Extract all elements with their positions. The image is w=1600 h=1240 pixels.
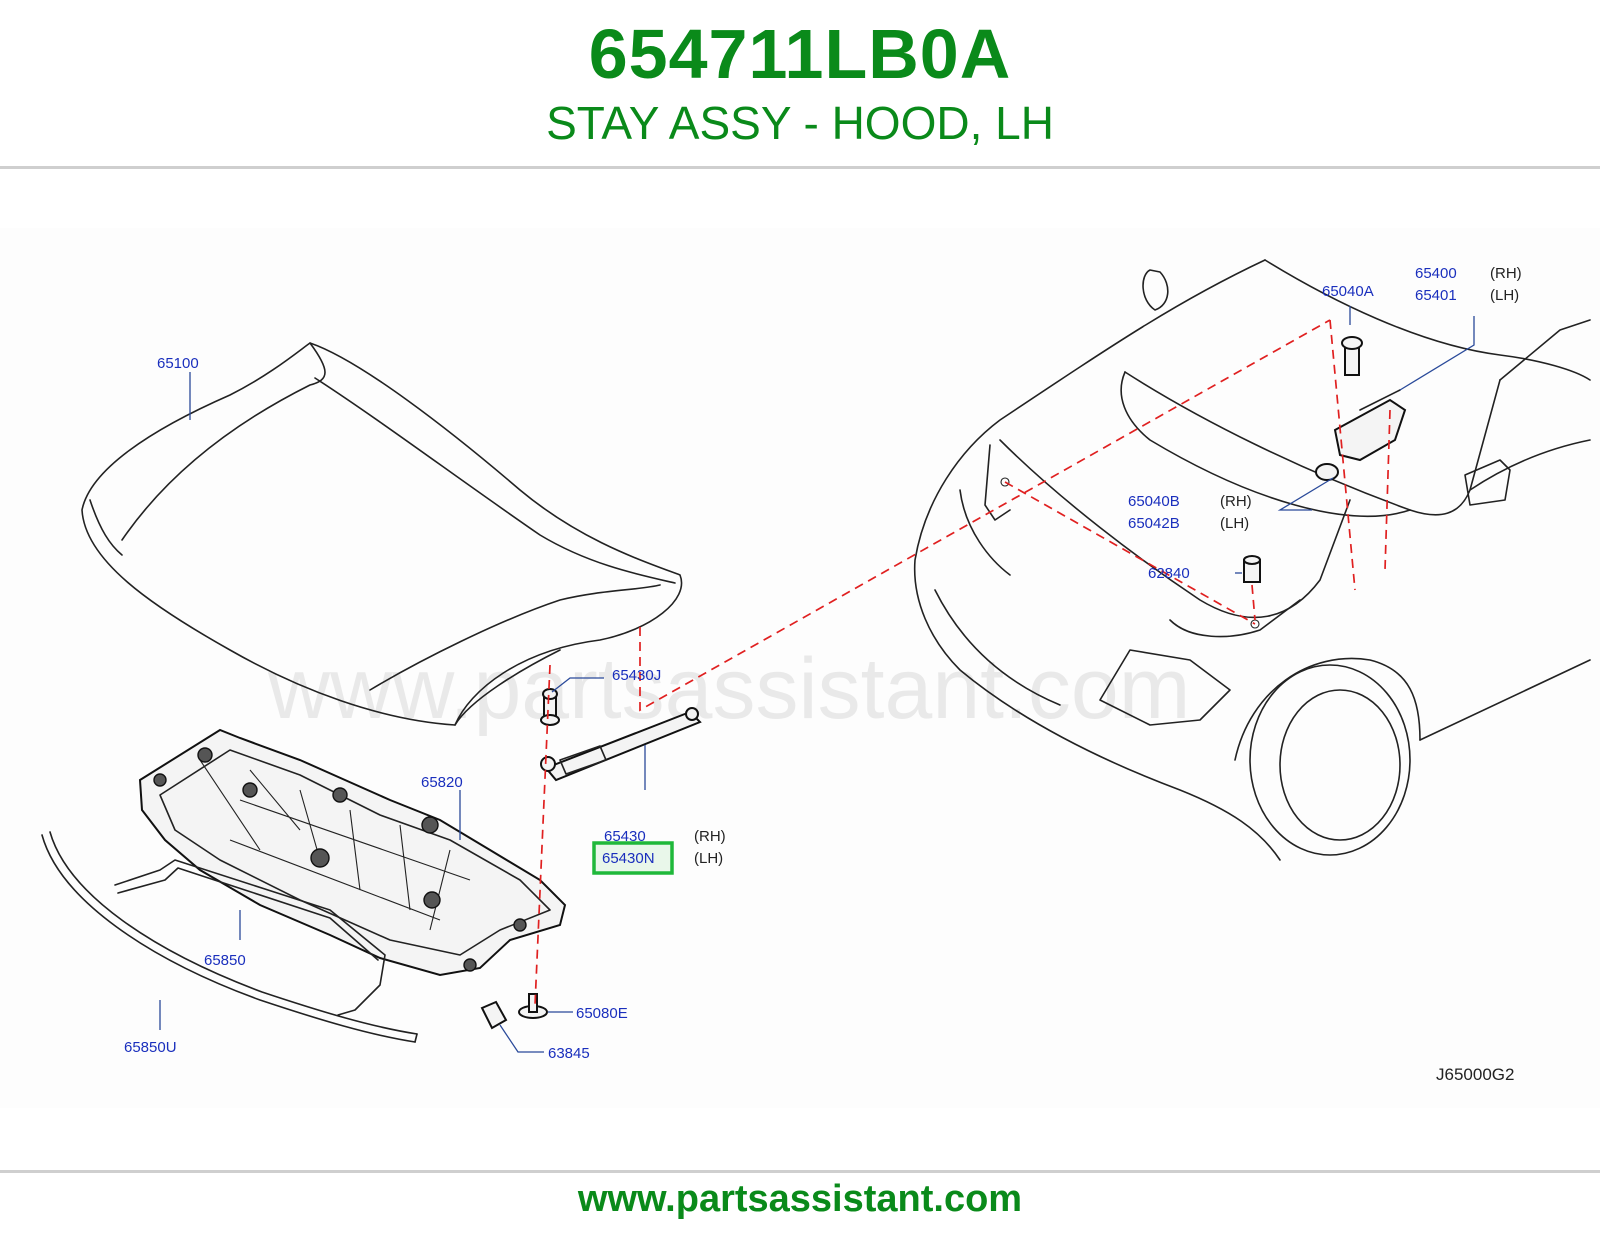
side-label-nut-lh: (LH) [1220, 515, 1249, 532]
callout-nut-lh[interactable]: 65042B [1128, 515, 1180, 532]
bottom-divider [0, 1170, 1600, 1173]
top-divider [0, 166, 1600, 169]
side-label-nut-rh: (RH) [1220, 493, 1252, 510]
ball-stud [540, 688, 560, 726]
callout-ball-stud[interactable]: 65430J [612, 667, 661, 684]
side-label-stay-lh: (LH) [694, 850, 723, 867]
callout-bumper[interactable]: 63845 [548, 1045, 590, 1062]
callout-nut-rh[interactable]: 65040B [1128, 493, 1180, 510]
assembly-guide-lines [534, 319, 1391, 1006]
callout-seal-upper[interactable]: 65850U [124, 1039, 177, 1056]
hood-panel [81, 342, 683, 726]
callout-leaders [159, 306, 1475, 1053]
callout-stay-lh[interactable]: 65430N [602, 850, 655, 867]
highlight-box [592, 841, 674, 875]
rubber-bumper [480, 1000, 508, 1030]
callout-seal[interactable]: 65850 [204, 952, 246, 969]
side-label-hinge-rh: (RH) [1490, 265, 1522, 282]
hood-seal [114, 859, 386, 1016]
callout-hinge-lh[interactable]: 65401 [1415, 287, 1457, 304]
clip [518, 993, 548, 1019]
callout-hinge-rh[interactable]: 65400 [1415, 265, 1457, 282]
hood-insulator [138, 728, 567, 977]
callout-bumper-rubber[interactable]: 62840 [1148, 565, 1190, 582]
side-label-stay-rh: (RH) [694, 828, 726, 845]
callout-clip[interactable]: 65080E [576, 1005, 628, 1022]
diagram-code: J65000G2 [1436, 1065, 1514, 1084]
part-name-subtitle: STAY ASSY - HOOD, LH [546, 97, 1054, 149]
footer-website-link[interactable]: www.partsassistant.com [577, 1178, 1023, 1220]
callout-bolt[interactable]: 65040A [1322, 283, 1374, 300]
callout-insulator[interactable]: 65820 [421, 774, 463, 791]
callout-stay-rh[interactable]: 65430 [604, 828, 646, 845]
side-label-hinge-lh: (LH) [1490, 287, 1519, 304]
header: 654711LB0A STAY ASSY - HOOD, LH [0, 0, 1600, 170]
hood-seal-upper [41, 831, 418, 1043]
hood-stay-strut [540, 707, 702, 782]
part-number-title: 654711LB0A [588, 15, 1012, 93]
watermark-text: www.partsassistant.com [267, 641, 1190, 737]
callout-hood[interactable]: 65100 [157, 355, 199, 372]
vehicle-front [913, 259, 1591, 861]
